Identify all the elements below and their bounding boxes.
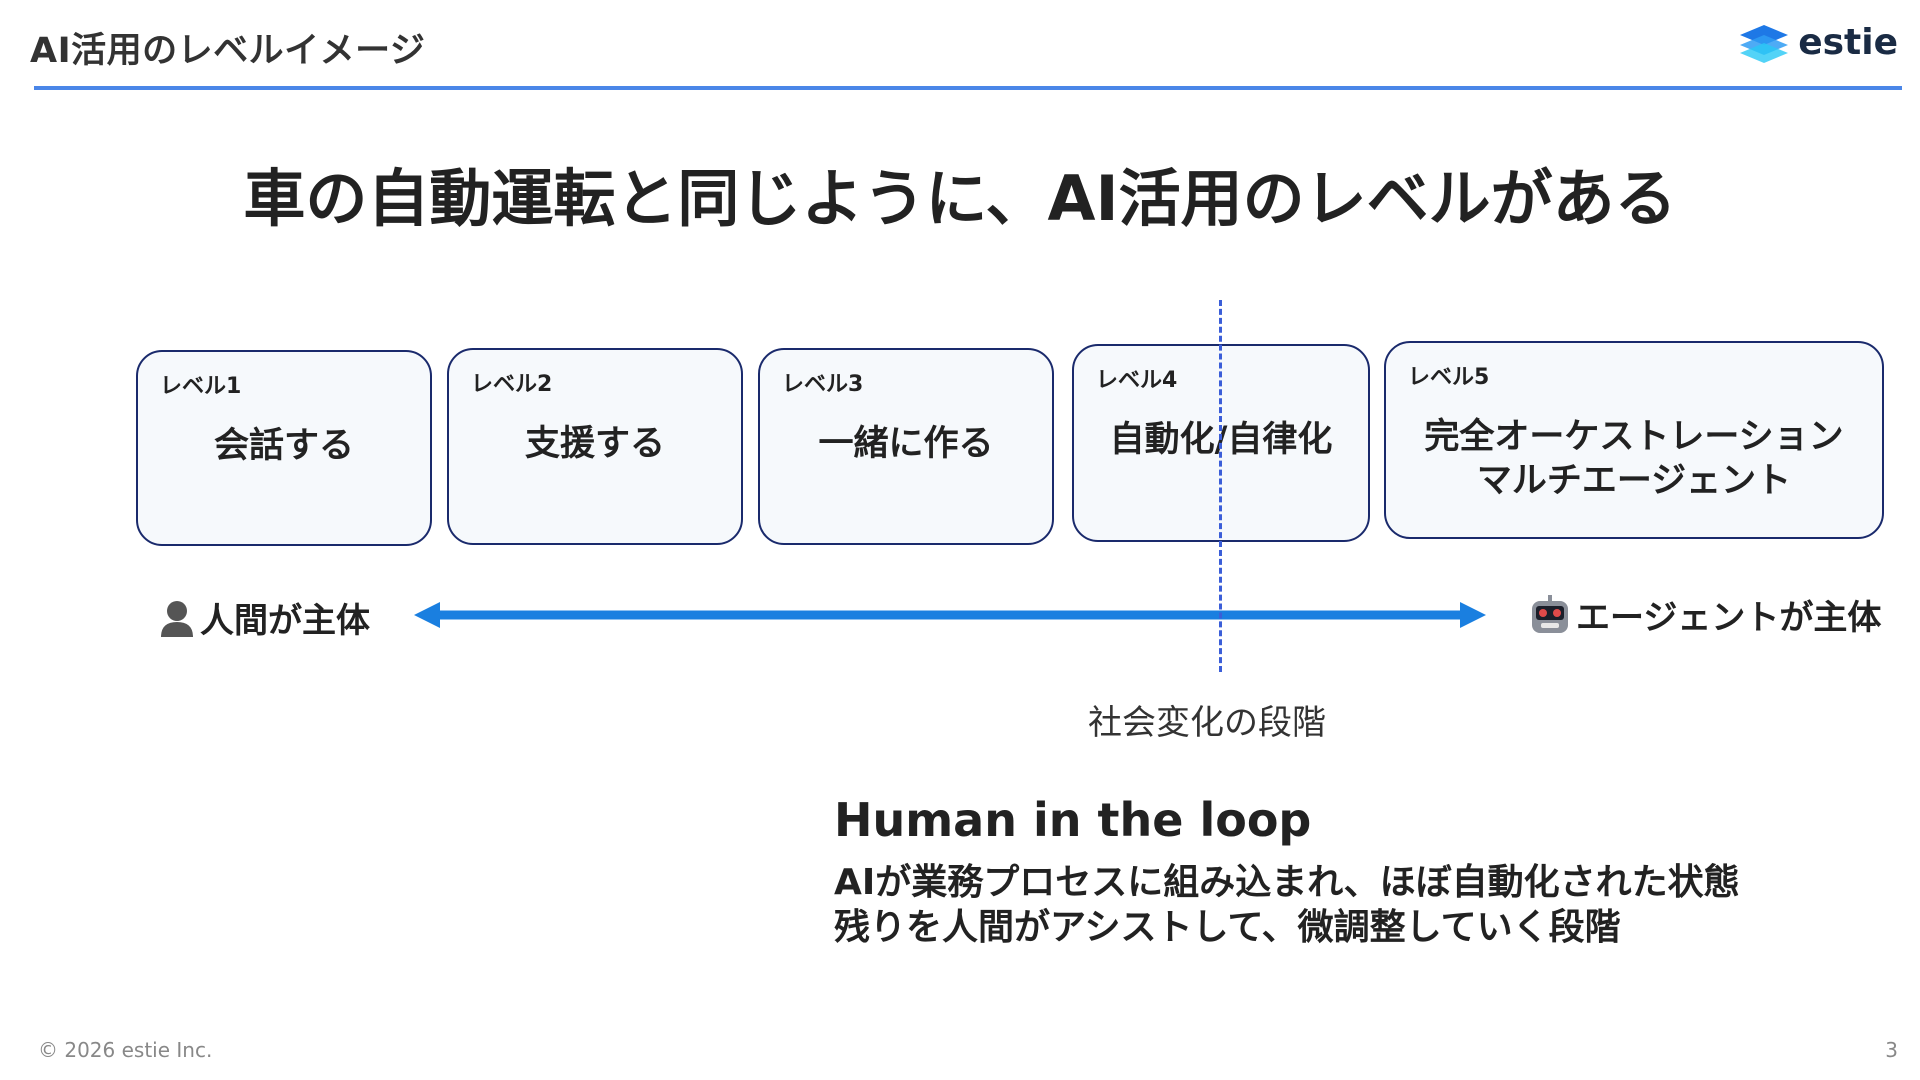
level-4-label: レベル4 bbox=[1096, 368, 1178, 393]
level-2-label: レベル2 bbox=[471, 372, 553, 397]
society-change-label: 社会変化の段階 bbox=[1088, 703, 1326, 743]
page-header-title: AI活用のレベルイメージ bbox=[30, 31, 426, 71]
agent-subject-label: エージェントが主体 bbox=[1528, 590, 1881, 639]
page-number: 3 bbox=[1885, 1038, 1898, 1062]
hitl-desc-line1: AIが業務プロセスに組み込まれ、ほぼ自動化された状態 bbox=[834, 862, 1740, 903]
society-change-divider bbox=[1219, 300, 1222, 672]
human-subject-text: 人間が主体 bbox=[200, 601, 370, 641]
hitl-desc-line2: 残りを人間がアシストして、微調整していく段階 bbox=[834, 907, 1621, 948]
layers-icon bbox=[1740, 24, 1789, 63]
copyright: © 2026 estie Inc. bbox=[38, 1038, 213, 1062]
level-1-label: レベル1 bbox=[160, 374, 242, 399]
level-3-desc: 一緒に作る bbox=[818, 424, 994, 464]
estie-logo: estie bbox=[1738, 22, 1898, 63]
logo-text: estie bbox=[1798, 22, 1898, 63]
level-1-desc: 会話する bbox=[213, 426, 354, 466]
robot-icon bbox=[1532, 594, 1568, 633]
agent-subject-text: エージェントが主体 bbox=[1576, 598, 1882, 638]
level-2-card: レベル2 支援する bbox=[447, 348, 743, 545]
human-subject-label: 人間が主体 bbox=[158, 593, 370, 642]
level-3-label: レベル3 bbox=[782, 372, 864, 397]
level-2-desc: 支援する bbox=[524, 424, 665, 464]
level-5-desc-line1: 完全オーケストレーション bbox=[1424, 417, 1844, 457]
level-5-desc-line2: マルチエージェント bbox=[1476, 461, 1792, 501]
level-1-card: レベル1 会話する bbox=[136, 350, 432, 546]
header-divider bbox=[34, 86, 1902, 90]
level-5-card: レベル5 完全オーケストレーション マルチエージェント bbox=[1384, 341, 1884, 539]
level-5-label: レベル5 bbox=[1408, 365, 1490, 390]
human-agent-axis-arrow bbox=[414, 602, 1486, 628]
level-3-card: レベル3 一緒に作る bbox=[758, 348, 1054, 545]
person-icon bbox=[161, 600, 193, 637]
hitl-title: Human in the loop bbox=[834, 793, 1312, 847]
main-title: 車の自動運転と同じように、AI活用のレベルがある bbox=[243, 162, 1677, 235]
